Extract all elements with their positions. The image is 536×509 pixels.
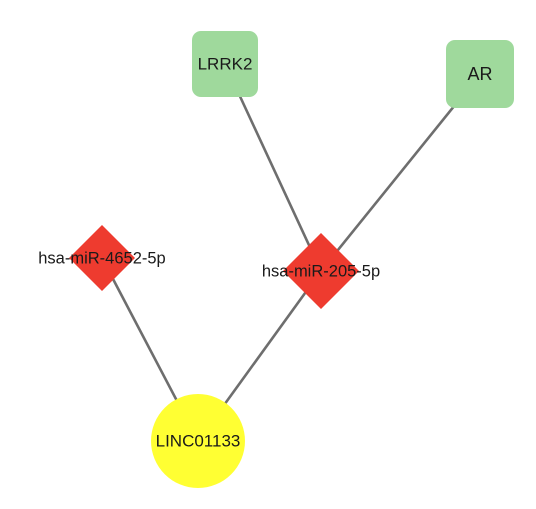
- edge-lrrk2-to-hsa-mir-205-5p: [223, 63, 323, 272]
- node-lrrk2-label: LRRK2: [198, 54, 253, 73]
- node-hsa-mir-4652-5p-shape: [69, 225, 135, 291]
- node-lrrk2-shape: [192, 31, 258, 97]
- node-ar-label: AR: [467, 64, 492, 84]
- node-ar-shape: [446, 40, 514, 108]
- node-ar[interactable]: AR: [446, 40, 514, 108]
- node-hsa-mir-205-5p-shape: [283, 233, 359, 309]
- node-hsa-mir-205-5p[interactable]: hsa-miR-205-5p: [262, 233, 380, 309]
- node-hsa-mir-4652-5p[interactable]: hsa-miR-4652-5p: [38, 225, 166, 291]
- node-linc01133-shape: [151, 394, 245, 488]
- node-linc01133-label: LINC01133: [156, 431, 241, 450]
- node-hsa-mir-4652-5p-label: hsa-miR-4652-5p: [38, 249, 165, 267]
- node-hsa-mir-205-5p-label: hsa-miR-205-5p: [262, 262, 380, 280]
- node-linc01133[interactable]: LINC01133: [151, 394, 245, 488]
- node-lrrk2[interactable]: LRRK2: [192, 31, 258, 97]
